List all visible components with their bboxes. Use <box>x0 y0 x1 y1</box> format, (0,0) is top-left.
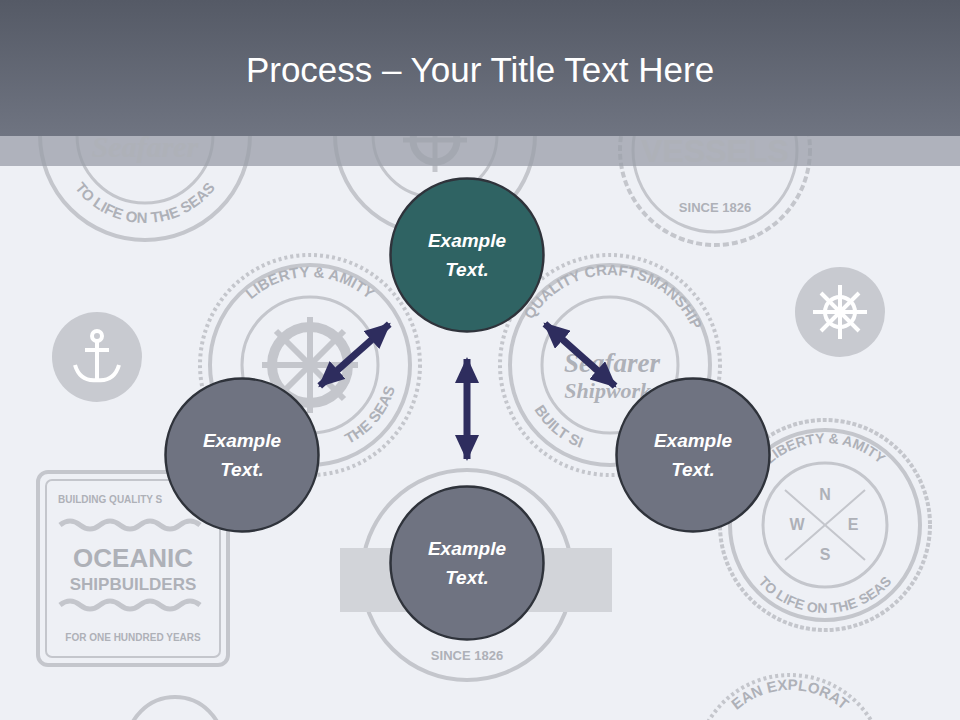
node-text: Example Text. <box>412 534 522 592</box>
watermark-text: SINCE 1826 <box>431 648 503 663</box>
watermark-text: VESSELS <box>641 133 789 169</box>
watermark-text: E <box>848 516 859 533</box>
double-arrow <box>320 324 390 386</box>
watermark-text: TO LIFE ON THE SEAS <box>756 573 895 616</box>
watermark-text: EAN EXPLORAT <box>728 676 852 713</box>
watermark-text: FOR ONE HUNDRED YEARS <box>65 632 201 643</box>
circle-shape <box>389 485 545 641</box>
watermark-text: LIBERTY & AMITY <box>242 263 378 302</box>
process-circle: Example Text. <box>615 377 771 533</box>
circle-shape <box>615 377 771 533</box>
circle-shape <box>164 377 320 533</box>
slide-title: Process – Your Title Text Here <box>0 50 960 90</box>
watermark-text: QUALITY CRAFTSMANSHIP <box>520 261 706 332</box>
watermark-text: BUILDING QUALITY S <box>58 494 163 505</box>
process-circle: Example Text. <box>164 377 320 533</box>
watermark-text: SINCE 1826 <box>679 200 751 215</box>
double-arrow <box>545 324 615 386</box>
node-text: Example Text. <box>412 226 522 284</box>
node-text: Example Text. <box>187 426 297 484</box>
double-arrow <box>464 359 471 459</box>
watermark-text: SHIPBUILDERS <box>70 575 197 594</box>
circle-shape <box>389 177 545 333</box>
watermark-text: BUILT SI <box>531 402 585 451</box>
watermark-text: TO LIFE ON THE SEAS <box>72 179 218 226</box>
watermark-text: THE SEAS <box>342 384 398 447</box>
process-circle: Example Text. <box>389 177 545 333</box>
process-circle: Example Text. <box>389 485 545 641</box>
node-text: Example Text. <box>638 426 748 484</box>
watermark-text: W <box>789 516 805 533</box>
watermark-text: OCEANIC <box>73 543 193 573</box>
watermark-text: LIBERTY & AMITY <box>762 430 889 467</box>
watermark-text: S <box>820 546 831 563</box>
watermark-text: N <box>819 486 831 503</box>
